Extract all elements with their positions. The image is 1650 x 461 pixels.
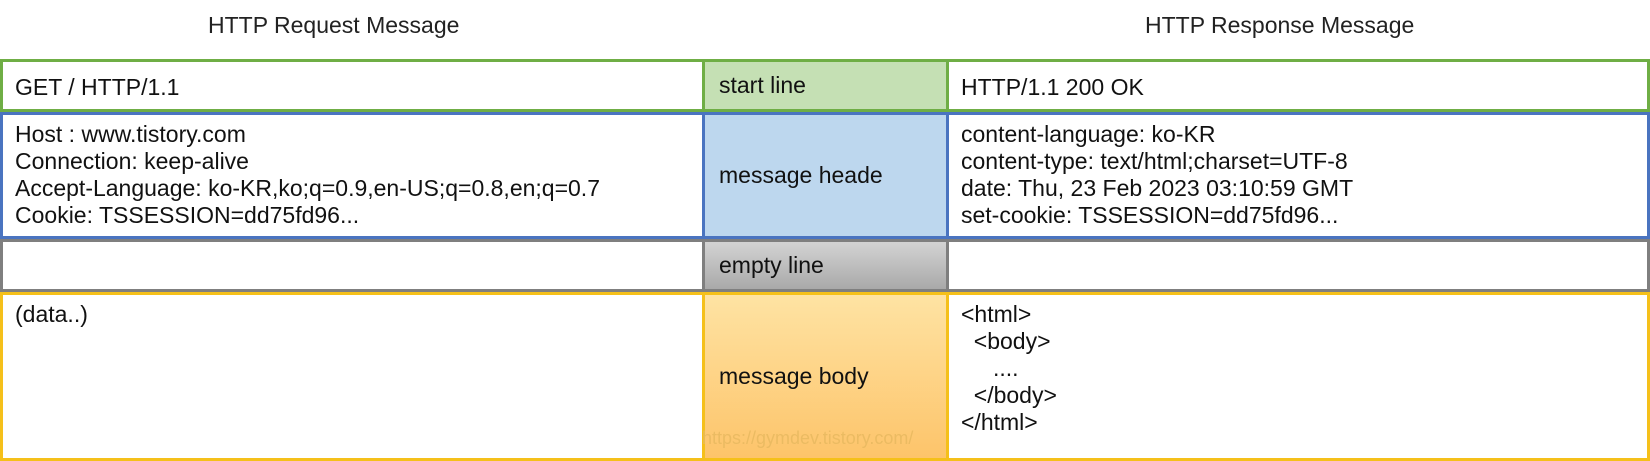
message-header-label: message heade [702, 112, 949, 239]
response-body: <html> <body> .... </body> </html> [946, 292, 1650, 461]
message-body-label-text: message body [719, 363, 869, 389]
request-start-line: GET / HTTP/1.1 [0, 59, 705, 112]
request-title: HTTP Request Message [208, 12, 460, 38]
message-body-label: message body [702, 292, 949, 461]
request-empty-line [0, 239, 705, 292]
response-empty-line [946, 239, 1650, 292]
empty-line-label-text: empty line [719, 252, 824, 278]
request-body: (data..) [0, 292, 705, 461]
watermark: https://gymdev.tistory.com/ [702, 428, 914, 448]
response-title: HTTP Response Message [1145, 12, 1415, 38]
empty-line-label: empty line [702, 239, 949, 292]
response-headers: content-language: ko-KR content-type: te… [946, 112, 1650, 239]
message-header-label-text: message heade [719, 162, 883, 188]
request-headers: Host : www.tistory.com Connection: keep-… [0, 112, 705, 239]
response-start-line: HTTP/1.1 200 OK [946, 59, 1650, 112]
start-line-label: start line [702, 59, 949, 112]
start-line-label-text: start line [719, 72, 806, 98]
